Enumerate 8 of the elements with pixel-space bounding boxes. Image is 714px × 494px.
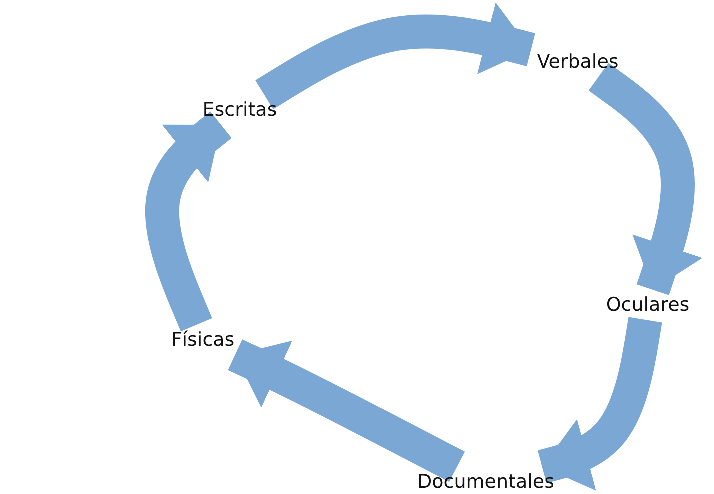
cycle-label: Verbales — [537, 51, 619, 73]
cycle-label: Oculares — [606, 294, 690, 316]
curved-arrow — [228, 340, 466, 482]
cycle-label: Documentales — [418, 471, 554, 493]
cycle-label: Físicas — [171, 329, 235, 351]
curved-arrow — [145, 112, 232, 332]
curved-arrow — [256, 2, 536, 110]
cycle-label: Escritas — [202, 99, 278, 121]
